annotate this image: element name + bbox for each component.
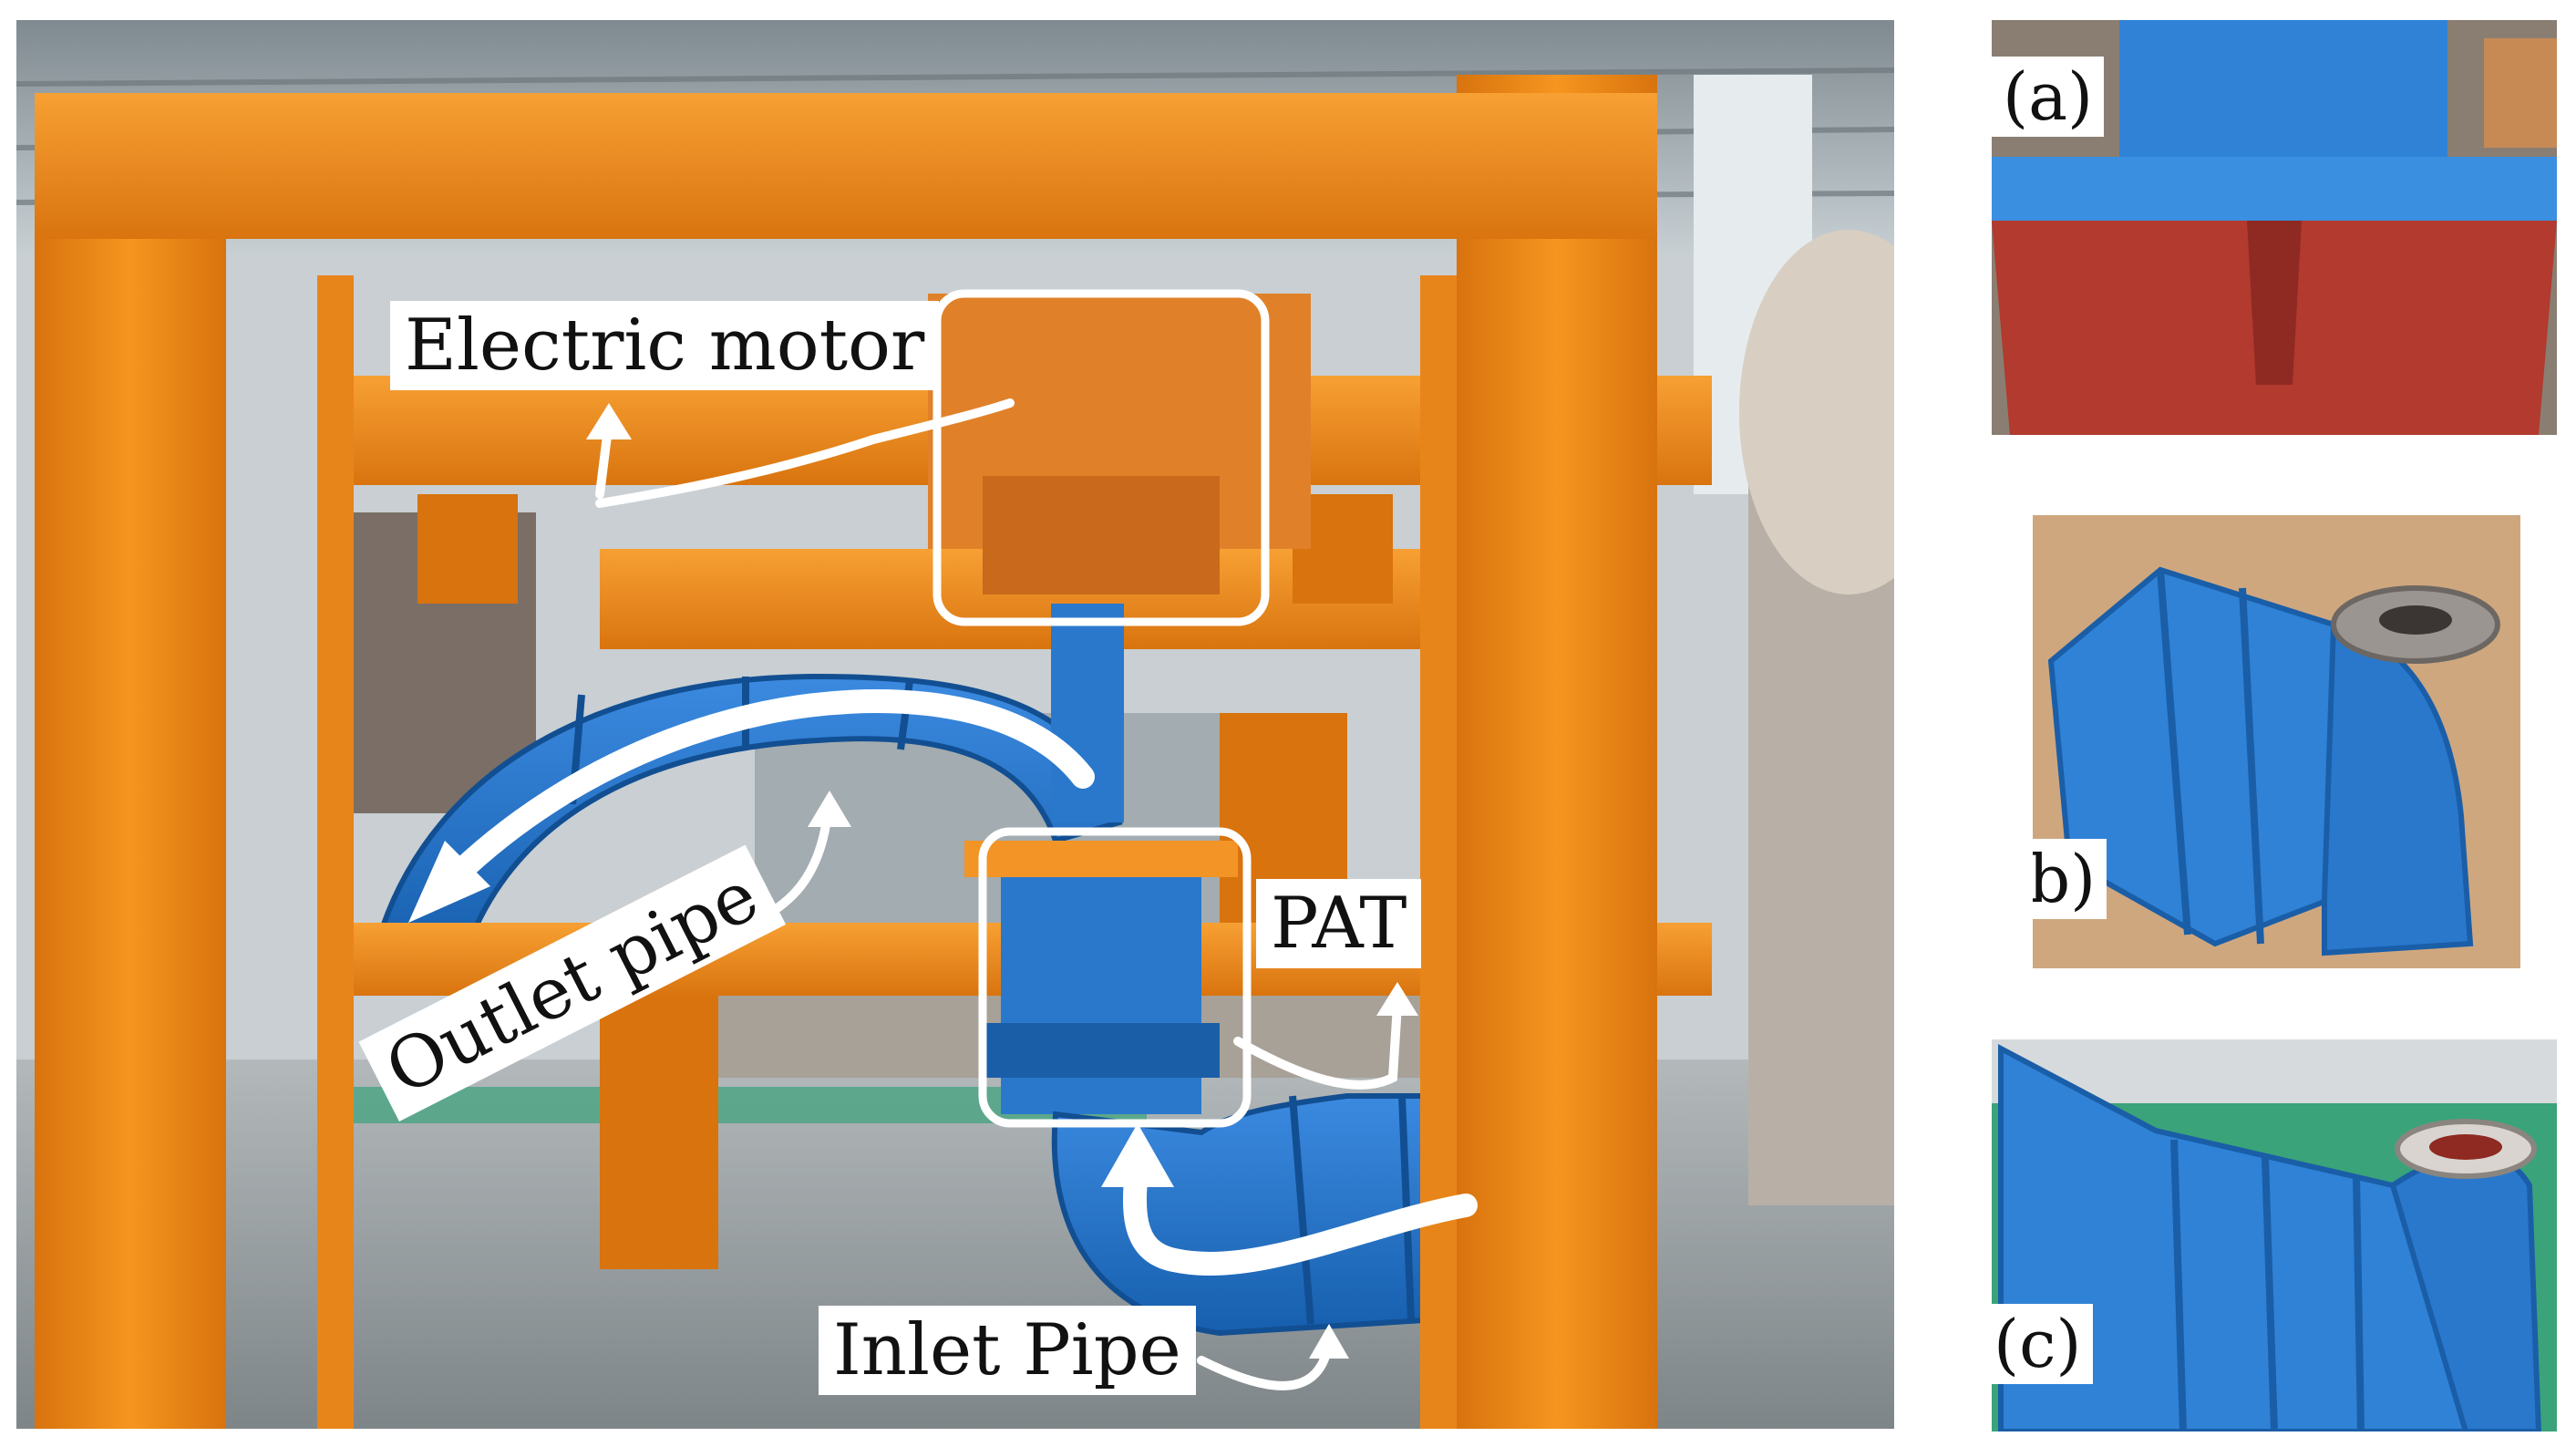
pat-highlight-box xyxy=(978,827,1252,1128)
inlet-leader-line xyxy=(1197,1338,1334,1390)
photo-a-rib xyxy=(2247,221,2302,385)
pat-flange xyxy=(983,1023,1220,1078)
photo-b: (b) xyxy=(2033,515,2520,968)
frame-ladder-left xyxy=(317,275,354,1429)
inlet-pipe-label: Inlet Pipe xyxy=(819,1306,1196,1395)
pat-label: PAT xyxy=(1256,879,1422,968)
photo-b-illustration xyxy=(2033,515,2520,968)
electric-motor-label: Electric motor xyxy=(390,301,940,390)
pat-bracket xyxy=(964,841,1238,877)
pat-leader-line xyxy=(1233,1000,1402,1090)
outlet-flow-arrow xyxy=(433,689,1095,898)
photo-c-illustration xyxy=(1992,1039,2557,1431)
shaft-housing xyxy=(1051,604,1124,822)
outlet-arrowhead xyxy=(408,841,490,923)
lower-support-left xyxy=(600,996,718,1269)
photo-a: (a) xyxy=(1992,20,2557,435)
outlet-leader-arrowhead xyxy=(808,791,851,827)
frame-top-beam xyxy=(35,93,1657,239)
test-rig-illustration xyxy=(16,20,1894,1429)
motor-coupling xyxy=(983,476,1220,594)
frame-left-column xyxy=(35,184,226,1429)
inlet-flow-arrow xyxy=(1122,1148,1478,1276)
main-photo: Electric motor PAT Inlet Pipe Outlet pip… xyxy=(16,20,1894,1429)
frame-right-column xyxy=(1457,75,1657,1429)
photo-c-label: (c) xyxy=(1992,1304,2093,1384)
platform-bracket-left xyxy=(417,494,518,604)
motor-leader-arrowhead xyxy=(586,403,632,439)
photo-c: (c) xyxy=(1992,1039,2557,1431)
inlet-leader-arrowhead xyxy=(1309,1324,1349,1359)
photo-a-upper-pipe xyxy=(2119,20,2447,157)
photo-a-flange xyxy=(1992,157,2557,221)
pat-leader-arrowhead xyxy=(1376,982,1418,1016)
motor-leader-line xyxy=(595,398,1015,508)
frame-ladder-right xyxy=(1420,275,1457,1429)
right-tank-top xyxy=(1739,230,1894,594)
photo-a-label: (a) xyxy=(1992,57,2105,137)
motor-highlight-box xyxy=(933,289,1270,626)
photo-b-label: (b) xyxy=(2033,839,2107,919)
inlet-arrowhead xyxy=(1101,1123,1174,1187)
